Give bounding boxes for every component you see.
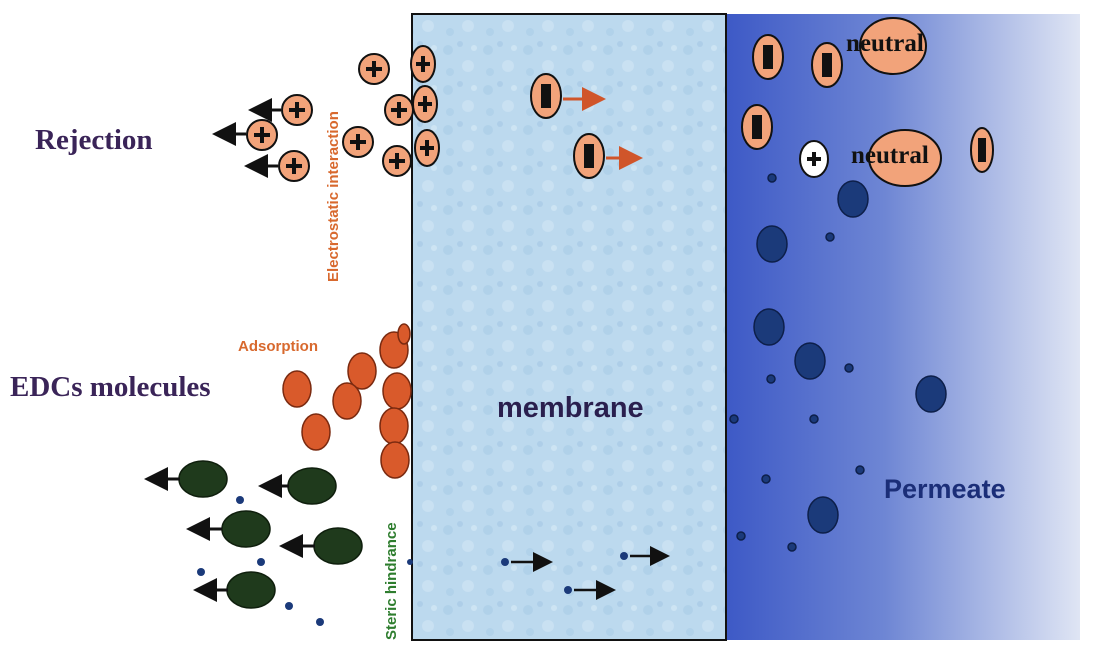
- plus-ion-icon: [412, 85, 438, 123]
- steric-hindrance-label: Steric hindrance: [383, 522, 400, 640]
- plus-ion-icon: [281, 94, 313, 126]
- neutral-label-2: neutral: [851, 142, 929, 169]
- rejected-green-molecules: [178, 460, 363, 609]
- edcs-molecules-label: EDCs molecules: [10, 371, 211, 403]
- plus-ion-icon: [382, 145, 412, 177]
- membrane-small-particles: [501, 546, 670, 600]
- permeate-molecules: [729, 173, 947, 552]
- neutral-label-1: neutral: [846, 30, 924, 57]
- negative-ions-membrane: [530, 73, 643, 179]
- membrane-label: membrane: [497, 392, 644, 424]
- steric-arrows: [144, 467, 315, 602]
- neutral-molecule: [859, 17, 927, 75]
- electrostatic-interaction-label: Electrostatic interaction: [325, 111, 342, 282]
- plus-ion-icon: [384, 94, 414, 126]
- minus-ion-icon: [573, 133, 605, 179]
- minus-ion-icon: [970, 127, 994, 173]
- permeate-label: Permeate: [884, 474, 1006, 504]
- feed-small-particles: [197, 496, 413, 626]
- neutral-molecule: [868, 129, 942, 187]
- rejection-label: Rejection: [35, 124, 153, 156]
- plus-ion-icon: [414, 129, 440, 167]
- plus-ion-icon: [246, 119, 278, 151]
- adsorption-label: Adsorption: [238, 338, 318, 355]
- plus-ion-icon: [342, 126, 374, 158]
- plus-ion-icon: [278, 150, 310, 182]
- minus-ion-icon: [741, 104, 773, 150]
- rejection-arrows: [212, 98, 281, 178]
- minus-ion-icon: [811, 42, 843, 88]
- permeate-ions: [741, 17, 994, 187]
- minus-ion-icon: [530, 73, 562, 119]
- plus-ion-icon: [410, 45, 436, 83]
- positive-ions-group: [246, 45, 440, 182]
- adsorbed-edc-molecules: [282, 323, 412, 479]
- plus-ion-icon: [799, 140, 829, 178]
- minus-ion-icon: [752, 34, 784, 80]
- membrane-region: [411, 13, 727, 641]
- plus-ion-icon: [358, 53, 390, 85]
